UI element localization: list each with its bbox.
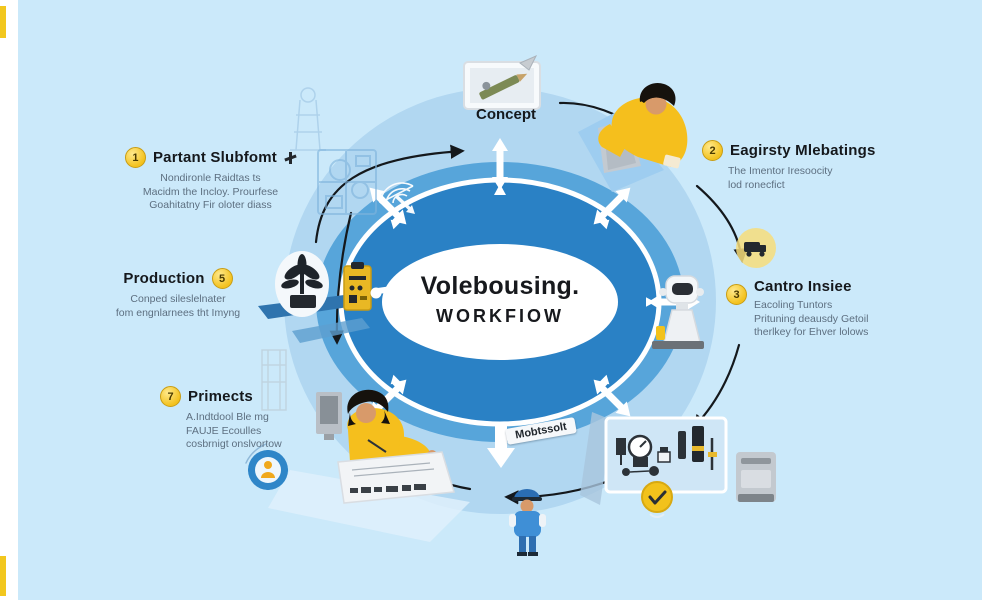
step-2-heading: Eagirsty Mlebatings	[730, 142, 876, 159]
step-3-heading: Cantro Insiee	[754, 278, 852, 295]
tower-sketch-2	[261, 349, 287, 411]
step-item-production: Production 5 Conped sileslelnater fom en…	[96, 268, 260, 320]
plant-icon	[281, 254, 323, 294]
plant-sample-illustration	[258, 251, 401, 343]
production-badge: 5	[211, 268, 233, 289]
worker-tools-icon	[284, 151, 297, 164]
printer-illustration	[736, 452, 776, 502]
production-heading: Production	[123, 270, 205, 287]
center-title: Volebousing.	[420, 272, 580, 300]
step-3-description: Eacoling Tuntors Prituning deausdy Getoi…	[754, 299, 869, 338]
concept-card	[463, 54, 541, 110]
handle-icon	[370, 282, 401, 299]
user-badge-icon	[248, 450, 288, 490]
edge-marks	[0, 6, 6, 596]
wireframe-dome-icon	[379, 182, 415, 214]
step-1-heading: Partant Slubfomt	[152, 149, 278, 166]
woman-laptop-illustration	[268, 389, 470, 542]
center-circle	[382, 244, 618, 360]
step-item-primects: 7 Primects A.Indtdool Ble mg FAUJE Ecoul…	[160, 386, 310, 452]
equipment-card	[580, 412, 728, 505]
center-subtitle: WORKFIOW	[436, 306, 564, 326]
step-1-badge: 1	[124, 147, 146, 168]
worker-figure-illustration	[509, 489, 546, 556]
down-arrow-icon	[487, 424, 515, 468]
tower-sketch	[290, 87, 326, 151]
flow-arrow	[314, 144, 465, 244]
ring-assembly	[284, 88, 716, 514]
step-1-description: Nondironle Raidtas ts Macidm the Incloy.…	[142, 172, 279, 211]
robot-trophy-illustration	[652, 275, 704, 349]
center-title-block: Volebousing. WORKFIOW	[385, 272, 615, 327]
delivery-truck-icon	[736, 228, 776, 268]
step-item-2: 2 Eagirsty Mlebatings The Imentor Iresoo…	[702, 140, 892, 192]
step-3-badge: 3	[726, 284, 747, 305]
paper-plane-icon	[519, 54, 538, 71]
gauge-icon	[627, 434, 653, 467]
step-item-1: 1 Partant Slubfomt Nondironle Raidtas ts…	[108, 147, 313, 213]
primects-badge: 7	[160, 386, 181, 407]
clipboard-icon	[343, 262, 372, 311]
primects-heading: Primects	[188, 388, 253, 405]
person-leaning-illustration	[578, 82, 688, 192]
step-2-badge: 2	[702, 140, 723, 161]
step-2-description: The Imentor Iresoocity lod ronecfict	[728, 165, 833, 191]
checkmark-badge-icon	[641, 481, 673, 518]
primects-description: A.Indtdool Ble mg FAUJE Ecoulles cosbrni…	[186, 411, 282, 450]
pencil-sketch-icon	[479, 73, 528, 100]
step-item-3: 3 Cantro Insiee Eacoling Tuntors Prituni…	[726, 278, 896, 340]
blueprint-machine-sketch	[317, 149, 377, 215]
concept-label: Concept	[476, 106, 536, 123]
production-description: Conped sileslelnater fom engnlarnees tht…	[115, 293, 241, 319]
